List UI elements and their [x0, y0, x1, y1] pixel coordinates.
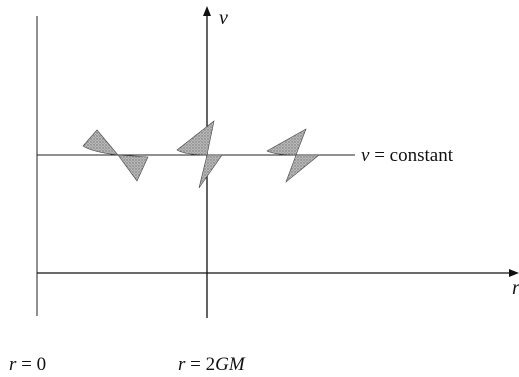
- v-constant-label: v = constant: [361, 145, 454, 166]
- r-zero-label-var: r: [9, 354, 17, 375]
- horizon-label-var: r: [178, 354, 186, 375]
- horizon-label-gm: GM: [215, 354, 246, 375]
- v-constant-label-rest: = constant: [369, 145, 453, 166]
- horizon-label: r = 2GM: [178, 354, 246, 375]
- light-cone-1-upper: [82, 129, 119, 156]
- r-zero-label: r = 0: [9, 354, 46, 375]
- light-cone-2-horizon: [176, 120, 223, 189]
- r-axis-arrowhead: [509, 269, 519, 277]
- r-axis-label: r: [512, 277, 519, 299]
- v-axis-arrowhead: [203, 6, 211, 16]
- light-cone-2-upper: [176, 120, 215, 156]
- r-zero-label-rest: = 0: [16, 354, 46, 375]
- v-axis-label: v: [219, 7, 228, 29]
- v-constant-label-var: v: [361, 145, 370, 166]
- light-cone-3: [266, 128, 320, 183]
- horizon-label-rest: = 2: [185, 354, 215, 375]
- light-cone-2-lower: [198, 154, 223, 189]
- light-cone-1-lower: [117, 154, 149, 182]
- light-cone-1: [82, 129, 149, 182]
- light-cone-3-upper: [266, 128, 307, 156]
- light-cone-3-lower: [285, 154, 320, 183]
